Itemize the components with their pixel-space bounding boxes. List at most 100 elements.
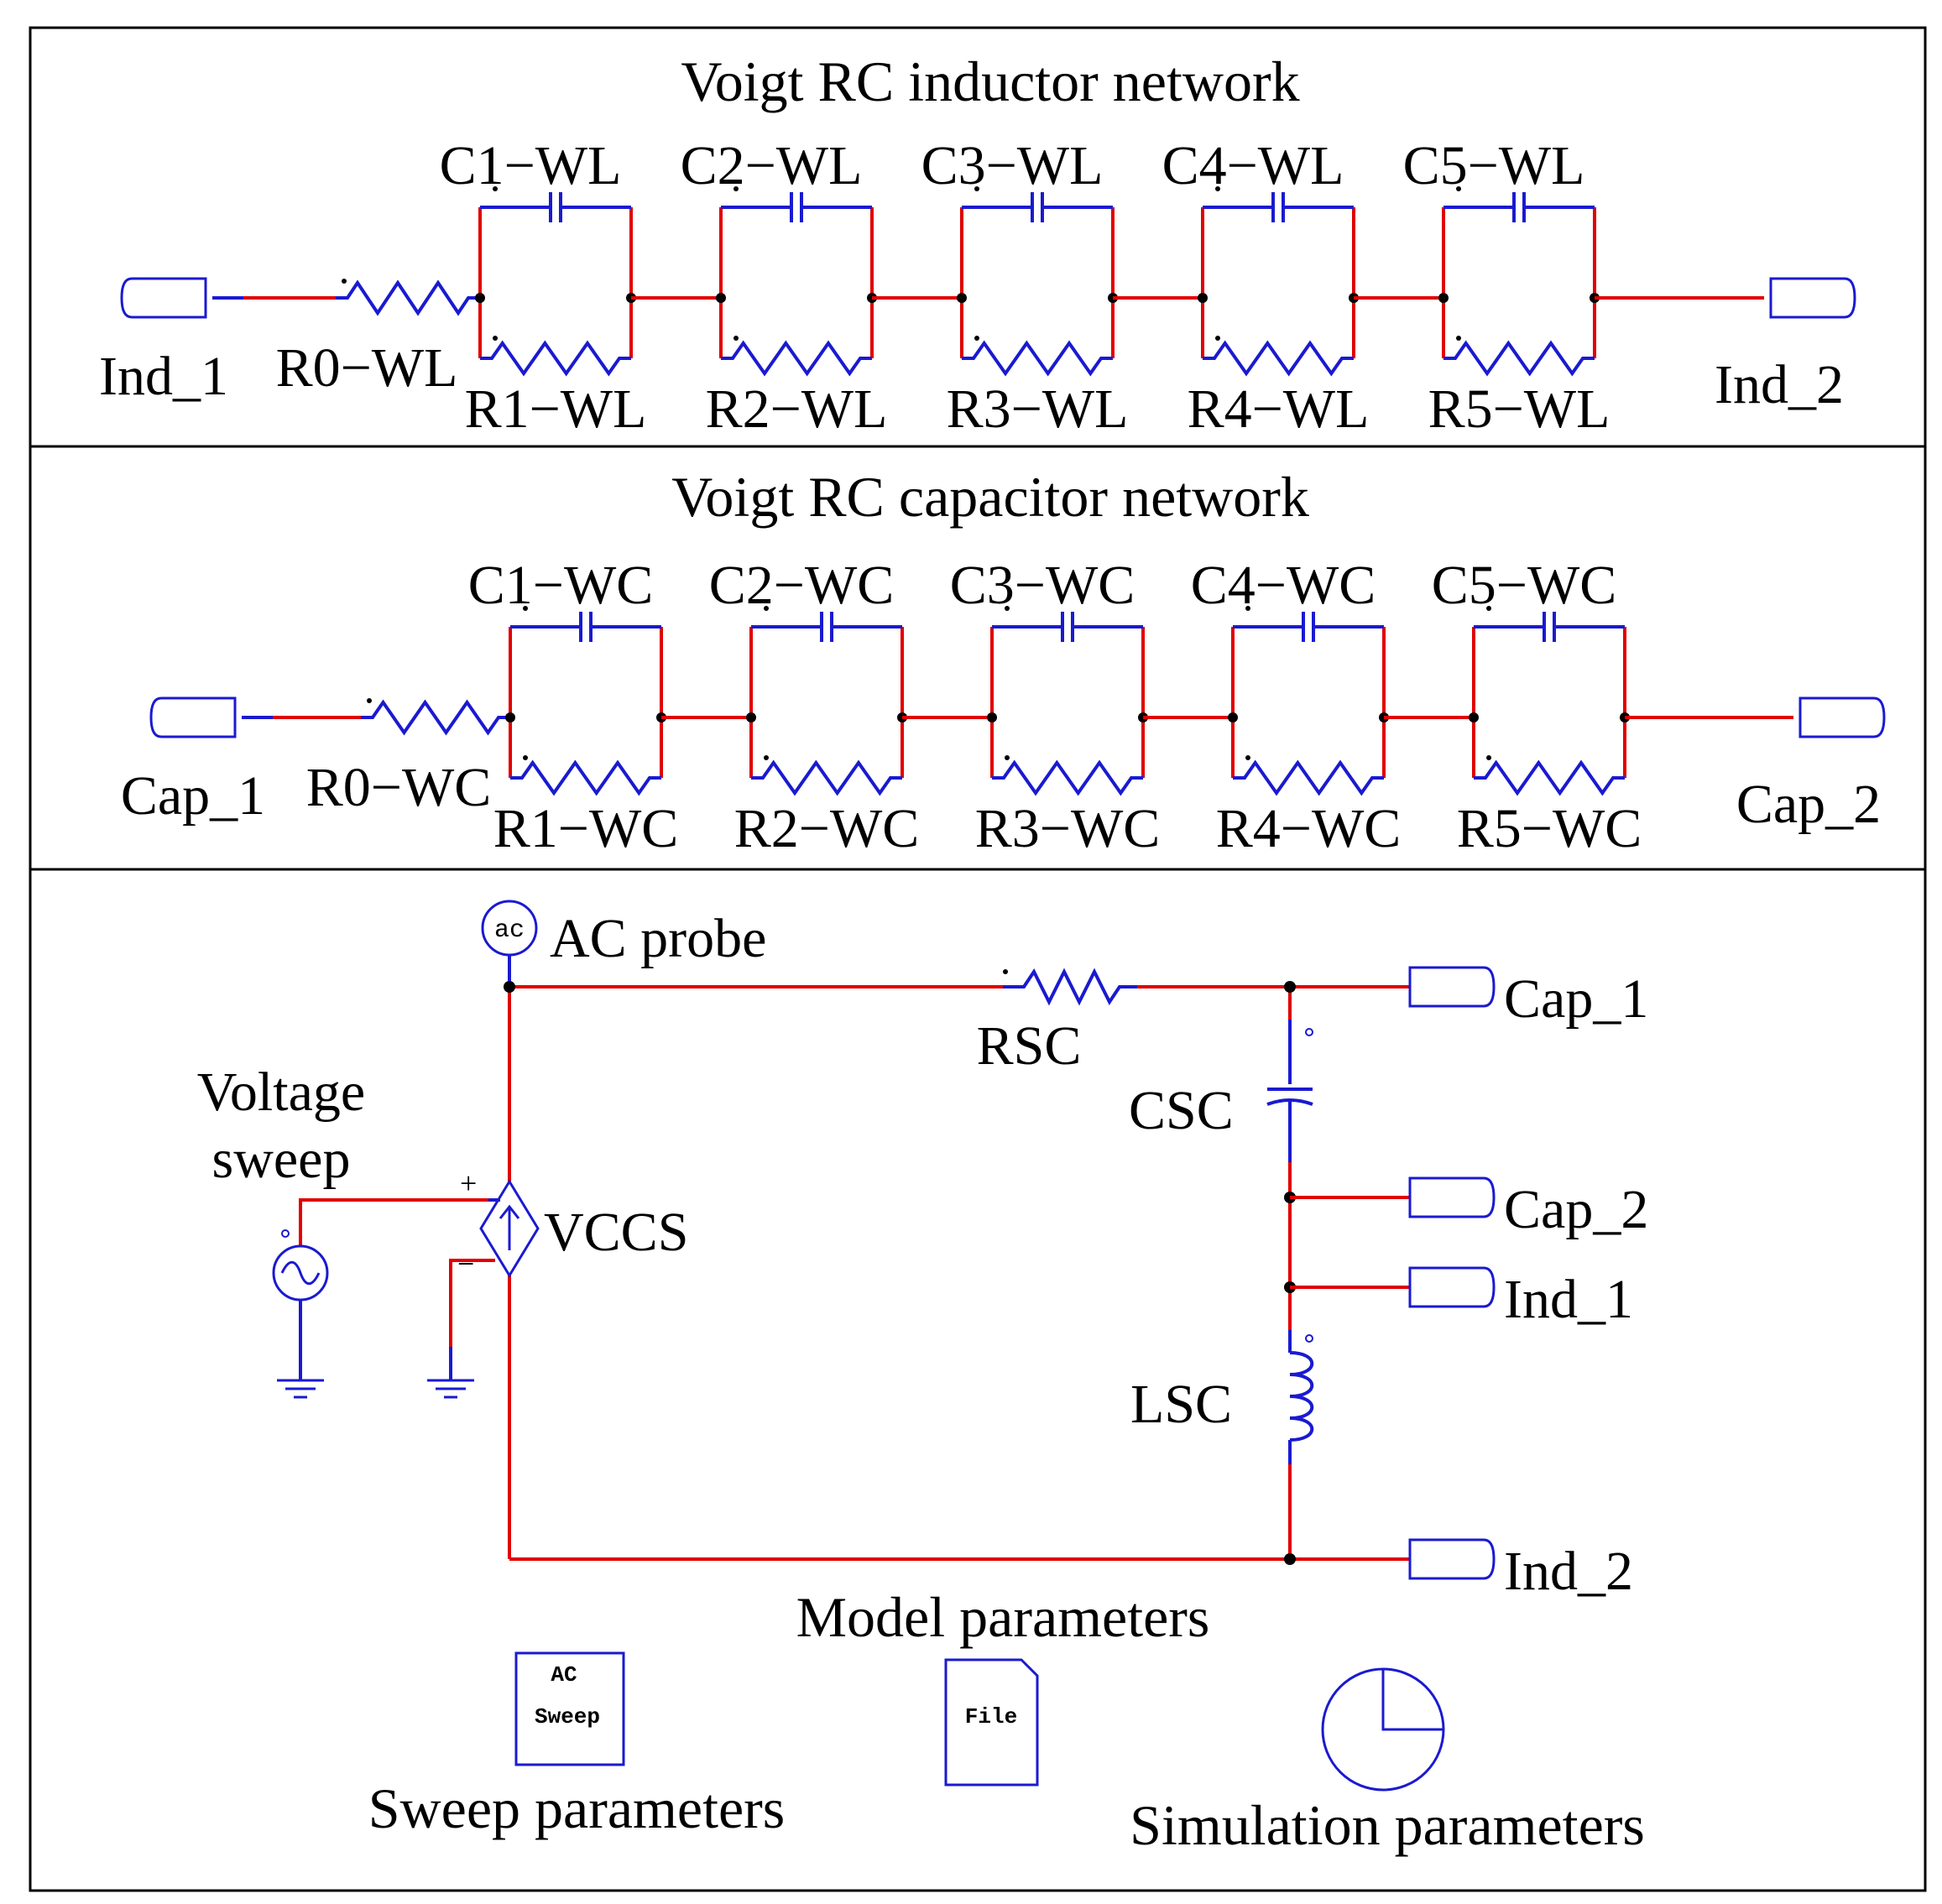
main-port-cap-1-label: Cap_1: [1504, 968, 1648, 1030]
ac-sweep-block[interactable]: [514, 1651, 625, 1766]
lsc-label: LSC: [1130, 1374, 1232, 1435]
capacitor-r4-polarity-dot: [1245, 755, 1250, 760]
inductor-c5-label: C5−WL: [1403, 135, 1585, 196]
main-port-cap-2[interactable]: [1408, 1176, 1496, 1218]
capacitor-r2-polarity-dot: [764, 755, 769, 760]
capacitor-port-right-label: Cap_2: [1736, 774, 1881, 835]
capacitor-r1-polarity-dot: [523, 755, 528, 760]
inductor-port-right[interactable]: [1769, 277, 1856, 319]
inductor-c5-polarity-dot: [1456, 186, 1461, 191]
junction-dot: [716, 293, 726, 303]
main-circuit: ac AC probe RSC CSC LSC: [197, 900, 1648, 1857]
inductor-r0-polarity-dot: [342, 279, 347, 284]
inductor-c3-label: C3−WL: [921, 135, 1104, 196]
junction-dot: [1198, 293, 1208, 303]
lsc-inductor[interactable]: [1289, 1351, 1314, 1442]
inductor-r4-resistor[interactable]: [1203, 340, 1354, 377]
inductor-port-left[interactable]: [120, 277, 207, 319]
ac-probe-symbol-text: ac: [494, 916, 525, 945]
capacitor-c1-polarity-dot: [523, 606, 528, 611]
wire-source-to-vccs: [299, 1198, 488, 1246]
capacitor-port-left[interactable]: [149, 696, 237, 738]
lsc-polarity-dot: [1305, 1334, 1313, 1343]
inductor-port-left-label: Ind_1: [99, 346, 228, 407]
capacitor-c3-label: C3−WC: [950, 555, 1135, 616]
source-polarity-dot: [281, 1229, 290, 1238]
capacitor-r3-label: R3−WC: [975, 798, 1161, 859]
inductor-r1-label: R1−WL: [465, 378, 647, 440]
file-block-text: File: [965, 1704, 1017, 1729]
capacitor-r0-polarity-dot: [367, 698, 372, 703]
csc-polarity-dot: [1305, 1028, 1313, 1036]
inductor-c1-polarity-dot: [493, 186, 498, 191]
junction-dot: [475, 293, 485, 303]
inductor-port-right-label: Ind_2: [1715, 354, 1844, 415]
capacitor-r5-resistor[interactable]: [1474, 759, 1625, 796]
main-port-ind-2[interactable]: [1408, 1538, 1496, 1580]
inductor-c4-label: C4−WL: [1162, 135, 1344, 196]
inductor-r3-label: R3−WL: [947, 378, 1129, 440]
capacitor-r3-resistor[interactable]: [992, 759, 1143, 796]
ground-icon: [277, 1379, 324, 1399]
ac-sweep-text-line2: Sweep: [535, 1704, 600, 1729]
sweep-parameters-label: Sweep parameters: [368, 1776, 786, 1840]
ac-probe-label: AC probe: [550, 908, 766, 969]
inductor-r0-label: R0−WL: [276, 337, 458, 399]
rsc-label: RSC: [977, 1015, 1082, 1077]
capacitor-r1-resistor[interactable]: [510, 759, 661, 796]
capacitor-port-right[interactable]: [1798, 696, 1886, 738]
wire-vccs-minus-to-ground: [449, 1259, 495, 1347]
inductor-r2-resistor[interactable]: [721, 340, 872, 377]
inductor-r5-label: R5−WL: [1428, 378, 1611, 440]
capacitor-c5-label: C5−WC: [1432, 555, 1617, 616]
junction-dot: [1284, 981, 1296, 993]
capacitor-r5-polarity-dot: [1486, 755, 1491, 760]
inductor-r4-label: R4−WL: [1188, 378, 1370, 440]
junction-dot: [505, 712, 515, 722]
inductor-r4-polarity-dot: [1215, 336, 1220, 341]
ground-icon: [427, 1379, 474, 1399]
main-port-ind-1[interactable]: [1408, 1266, 1496, 1308]
inductor-r3-resistor[interactable]: [962, 340, 1113, 377]
simulation-parameters-label: Simulation parameters: [1130, 1793, 1645, 1857]
capacitor-c2-label: C2−WC: [709, 555, 895, 616]
capacitor-r1-label: R1−WC: [493, 798, 679, 859]
inductor-r2-polarity-dot: [733, 336, 739, 341]
junction-dot: [504, 981, 515, 993]
capacitor-r0-resistor[interactable]: [361, 699, 510, 736]
ac-sweep-text-line1: AC: [551, 1662, 577, 1688]
capacitor-c5-polarity-dot: [1486, 606, 1491, 611]
capacitor-r2-label: R2−WC: [734, 798, 920, 859]
capacitor-c3-polarity-dot: [1005, 606, 1010, 611]
inductor-r3-polarity-dot: [974, 336, 979, 341]
inductor-c1-label: C1−WL: [440, 135, 622, 196]
file-block[interactable]: [944, 1658, 1039, 1787]
main-port-ind-1-label: Ind_1: [1504, 1269, 1633, 1330]
capacitor-c4-polarity-dot: [1245, 606, 1250, 611]
inductor-r5-resistor[interactable]: [1443, 340, 1595, 377]
inductor-c3-polarity-dot: [974, 186, 979, 191]
vccs-arrow-head: [499, 1204, 520, 1219]
sine-wave-icon: [280, 1260, 321, 1286]
rsc-resistor[interactable]: [1003, 968, 1137, 1006]
junction-dot: [957, 293, 967, 303]
junction-dot: [1469, 712, 1479, 722]
junction-dot: [987, 712, 997, 722]
vccs-plus-sign: +: [460, 1166, 477, 1200]
capacitor-r4-resistor[interactable]: [1233, 759, 1384, 796]
inductor-c2-label: C2−WL: [681, 135, 863, 196]
capacitor-r5-label: R5−WC: [1457, 798, 1642, 859]
inductor-r0-resistor[interactable]: [336, 279, 480, 316]
inductor-network-title: Voigt RC inductor network: [681, 50, 1299, 113]
file-corner-fold: [1021, 1659, 1038, 1677]
inductor-r1-polarity-dot: [493, 336, 498, 341]
capacitor-r2-resistor[interactable]: [751, 759, 902, 796]
capacitor-r4-label: R4−WC: [1216, 798, 1402, 859]
csc-plate-2[interactable]: [1266, 1098, 1313, 1106]
main-port-cap-1[interactable]: [1408, 966, 1496, 1008]
inductor-r1-resistor[interactable]: [480, 340, 631, 377]
junction-dot: [1228, 712, 1238, 722]
inductor-c4-polarity-dot: [1215, 186, 1220, 191]
